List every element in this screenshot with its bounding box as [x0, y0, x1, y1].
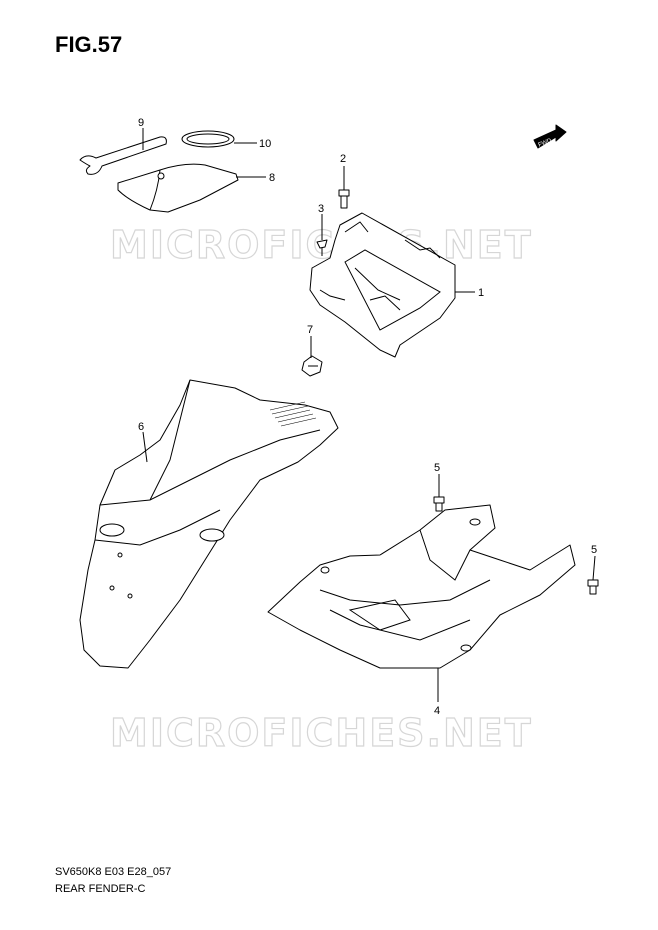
part-4-rear-fender-lower [267, 504, 576, 669]
callout-2: 2 [340, 153, 346, 165]
callout-1: 1 [478, 287, 484, 299]
leader-lines [142, 128, 596, 702]
watermark-bottom: MICROFICHES.NET [110, 711, 533, 755]
callout-3: 3 [318, 203, 324, 215]
callout-5-upper: 5 [434, 462, 440, 474]
figure-name: REAR FENDER-C [55, 883, 146, 895]
part-3-screw [316, 239, 328, 256]
part-8-tool-bag [117, 163, 239, 213]
fwd-arrow-icon: FWD [533, 124, 567, 149]
part-2-bolt [338, 189, 350, 209]
part-10-band [181, 130, 235, 148]
part-6-rear-fender [79, 379, 339, 669]
callout-8: 8 [269, 172, 275, 184]
part-5-bolt-upper [433, 496, 445, 512]
part-5-bolt-right [587, 579, 599, 595]
fwd-label: FWD [538, 138, 554, 149]
part-1-battery-case [309, 212, 456, 358]
callout-6: 6 [138, 421, 144, 433]
figure-model-code: SV650K8 E03 E28_057 [55, 866, 172, 878]
callout-9: 9 [138, 117, 144, 129]
callout-5-right: 5 [591, 544, 597, 556]
callout-10: 10 [259, 138, 271, 150]
callout-4: 4 [434, 705, 440, 717]
part-9-wrench [79, 136, 167, 175]
callout-7: 7 [307, 324, 313, 336]
part-7-clip [301, 355, 323, 377]
figure-title: FIG.57 [55, 32, 123, 57]
